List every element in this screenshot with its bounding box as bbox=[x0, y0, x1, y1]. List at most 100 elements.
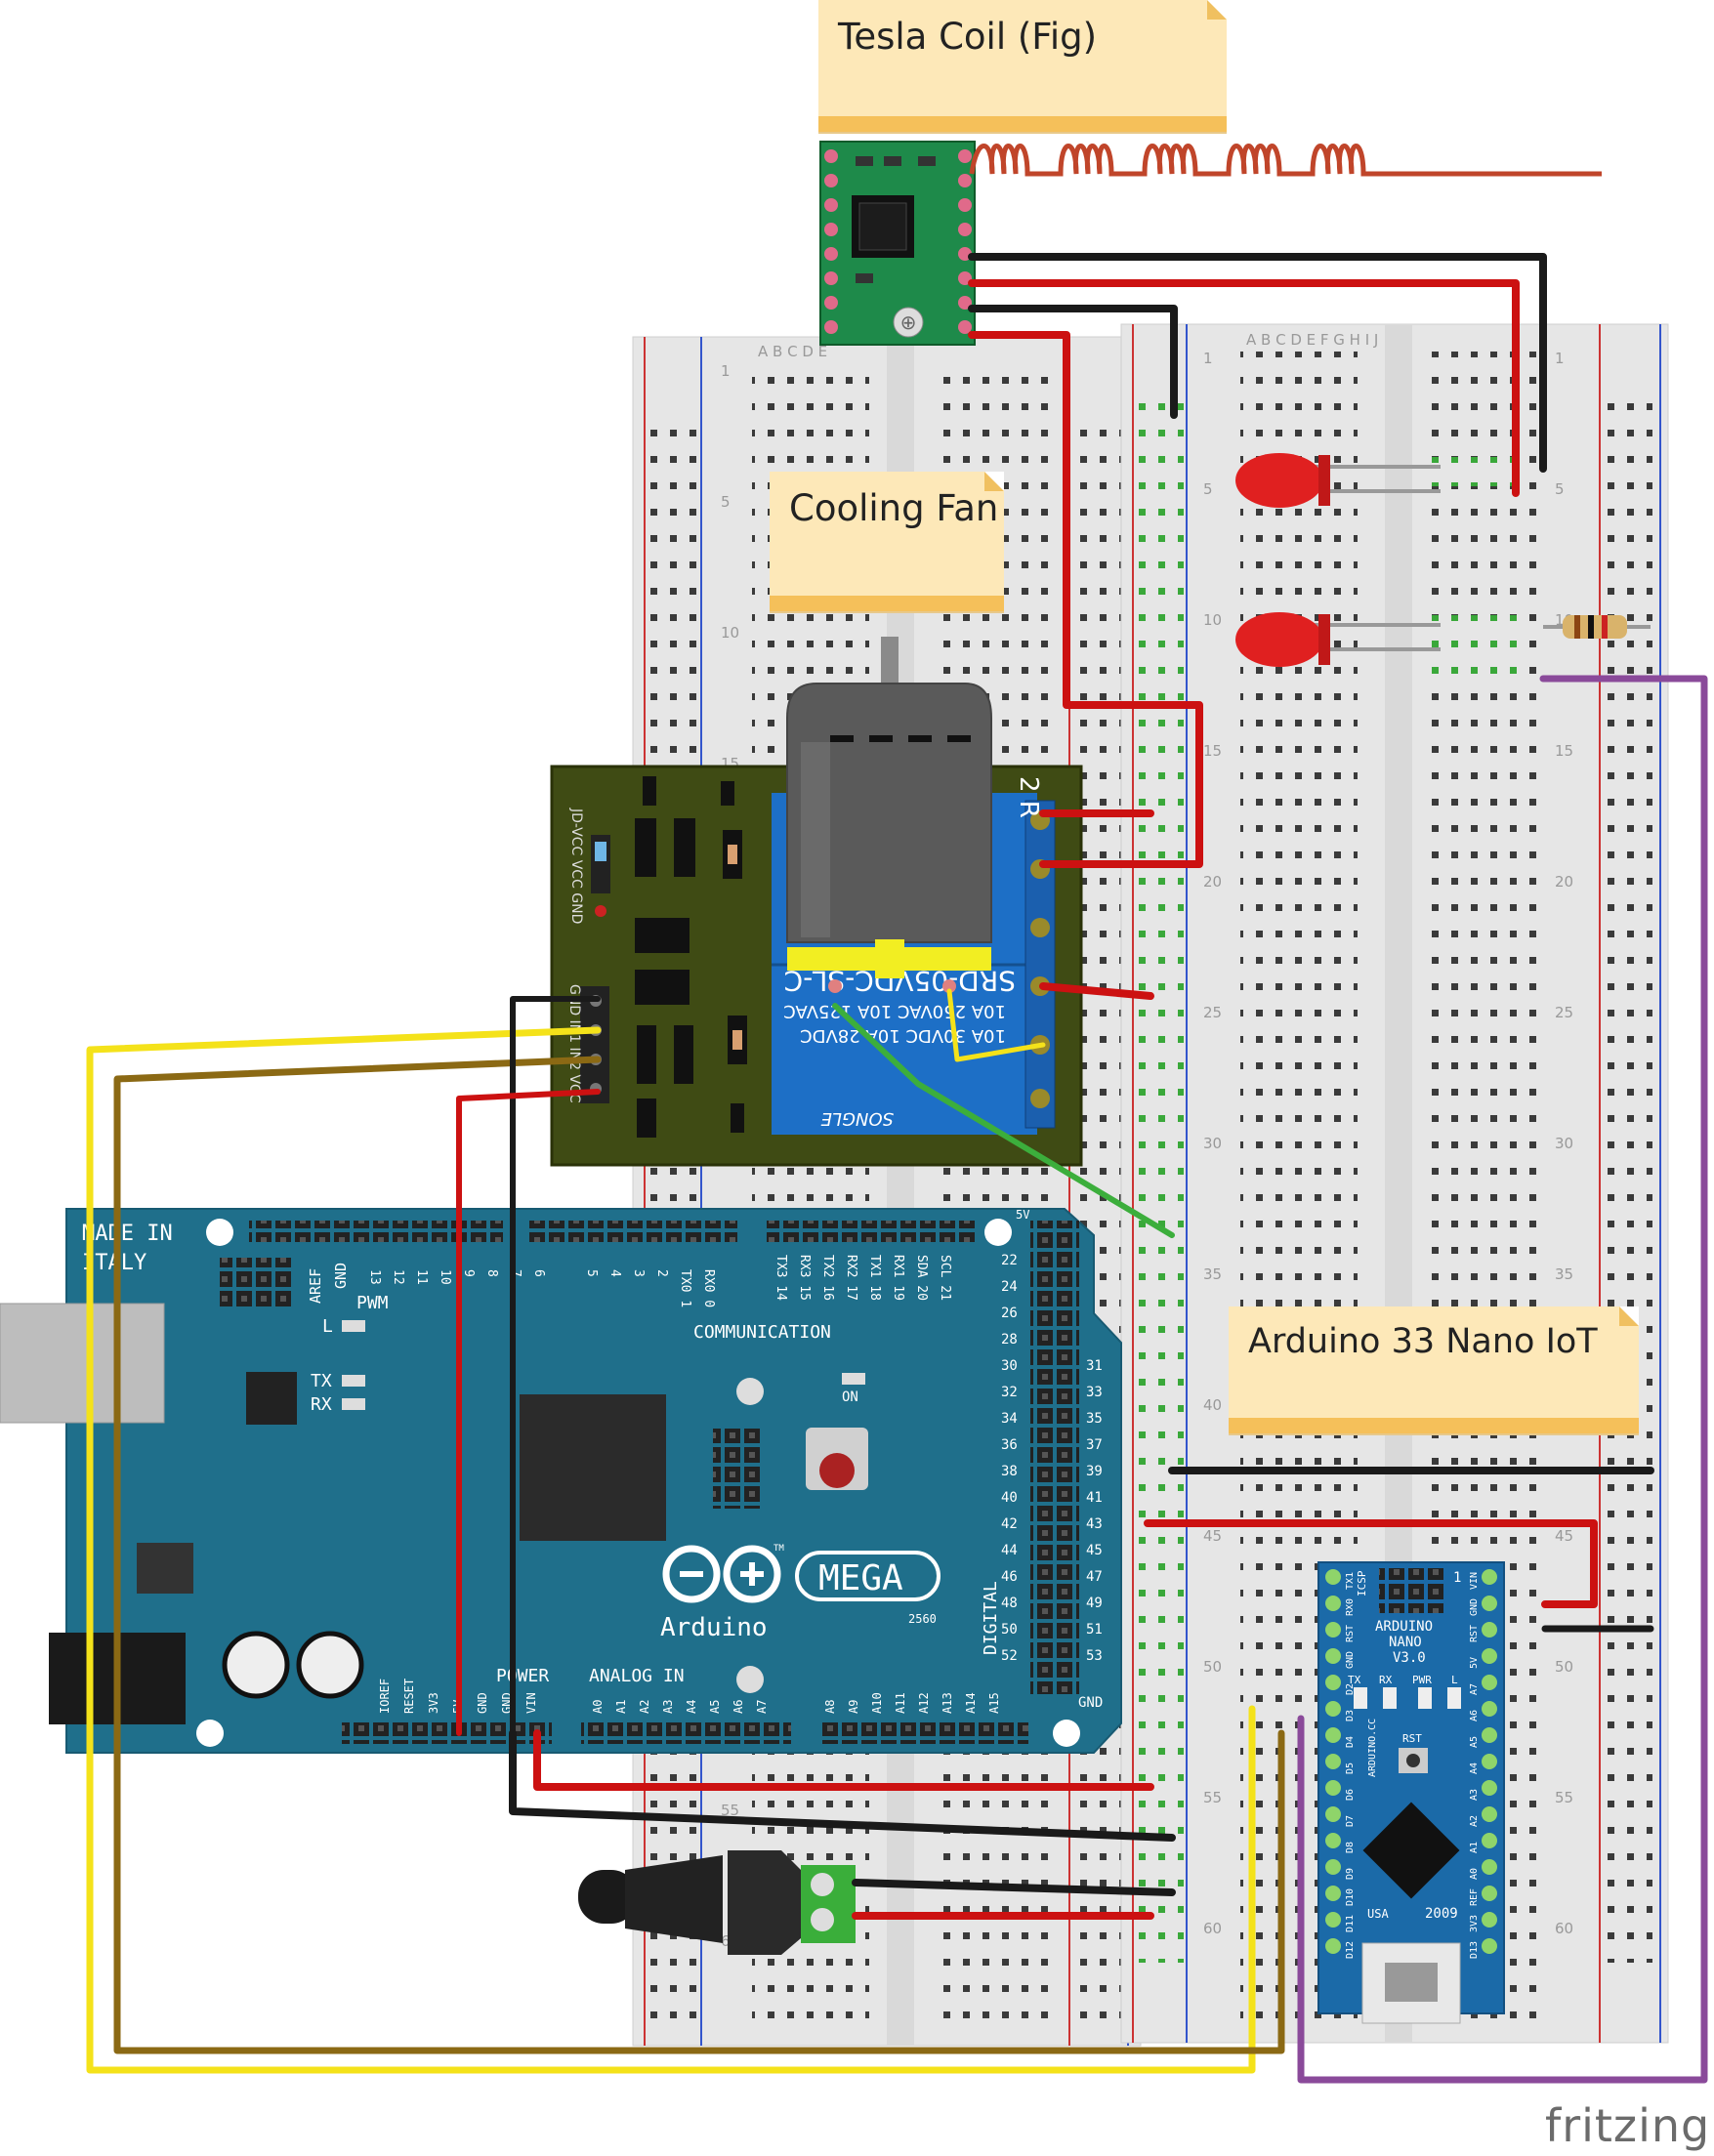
mega-pin-label: 48 bbox=[1001, 1596, 1018, 1611]
mega-pin-label: 11 bbox=[414, 1269, 429, 1285]
wire-jack-black bbox=[852, 1879, 1176, 1896]
nano-pin-label: D11 bbox=[1345, 1915, 1356, 1932]
mega-pin-label: 4 bbox=[607, 1269, 622, 1277]
row-number: 10 bbox=[721, 624, 739, 642]
row-number: 20 bbox=[1203, 873, 1222, 891]
nano-pin-label: D7 bbox=[1345, 1815, 1356, 1827]
nano-pin bbox=[1482, 1780, 1497, 1796]
resistor bbox=[1543, 615, 1651, 639]
mega-pin-label: 38 bbox=[1001, 1464, 1018, 1479]
note-fan-text: Cooling Fan bbox=[789, 487, 999, 529]
wire-yellow-relay bbox=[946, 988, 1046, 1062]
mega-pin-label: A10 bbox=[870, 1692, 884, 1714]
mega-pin-label: 53 bbox=[1086, 1648, 1103, 1664]
mega-pin-label: 33 bbox=[1086, 1385, 1103, 1400]
row-number: 25 bbox=[1555, 1004, 1573, 1021]
mega-pin-label: 50 bbox=[1001, 1622, 1018, 1638]
col-letters-left: A B C D E bbox=[758, 343, 827, 360]
arduino-mega bbox=[0, 1208, 1122, 1754]
mega-pin-label: 31 bbox=[1086, 1358, 1103, 1374]
mega-pin-label: 2 bbox=[654, 1269, 669, 1277]
nano-pin-label: A6 bbox=[1469, 1710, 1480, 1721]
wire-mega-black bbox=[509, 1729, 1176, 1842]
wire-driver-black-1 bbox=[968, 253, 1547, 473]
mega-pin-label: A5 bbox=[708, 1700, 722, 1714]
wire-purple bbox=[1297, 675, 1708, 2084]
nano-pin bbox=[1482, 1727, 1497, 1743]
wire-yellow bbox=[86, 1026, 1256, 2074]
nano-pin-label: A7 bbox=[1469, 1683, 1480, 1695]
relay-pin-labels: GND IN1 IN2 VCC bbox=[566, 984, 582, 1103]
mega-pin-label: A11 bbox=[894, 1692, 907, 1714]
mega-pin-label: 47 bbox=[1086, 1569, 1103, 1585]
row-number: 50 bbox=[1555, 1658, 1573, 1676]
nano-pin-label: A2 bbox=[1469, 1815, 1480, 1827]
relay-rating-1: 10A 250VAC 10A 125VAC bbox=[783, 1001, 1006, 1021]
row-number: 45 bbox=[1203, 1527, 1222, 1545]
mega-pin-label: 35 bbox=[1086, 1411, 1103, 1427]
mega-tm: TM bbox=[773, 1544, 784, 1554]
nano-pin-label: D6 bbox=[1345, 1789, 1356, 1801]
mega-pin-label: 49 bbox=[1086, 1596, 1103, 1611]
nano-pin-label: REF bbox=[1469, 1888, 1480, 1906]
arduino-nano bbox=[1317, 1561, 1505, 2024]
nano-pwr: PWR bbox=[1412, 1674, 1432, 1686]
row-number: 15 bbox=[1203, 742, 1222, 760]
note-bar bbox=[770, 596, 1004, 611]
breadboard-column-letters: A B C D E A B C D E F G H I J bbox=[758, 331, 1378, 360]
nano-pin bbox=[1325, 1569, 1341, 1585]
nano-pin-label: D8 bbox=[1345, 1842, 1356, 1853]
mega-pin-label: 32 bbox=[1001, 1385, 1018, 1400]
mega-on: ON bbox=[842, 1389, 858, 1405]
row-number: 60 bbox=[1555, 1920, 1573, 1937]
nano-year: 2009 bbox=[1425, 1906, 1458, 1922]
tesla-driver-board: ⊕ bbox=[819, 141, 976, 346]
mega-digital: DIGITAL bbox=[981, 1581, 1001, 1655]
wire-brown bbox=[113, 1056, 1285, 2054]
mega-pin-label: 34 bbox=[1001, 1411, 1018, 1427]
mega-pin-label: 10 bbox=[438, 1269, 452, 1285]
nano-pin-label: D12 bbox=[1345, 1941, 1356, 1959]
row-number: 15 bbox=[1555, 742, 1573, 760]
nano-pin-label: D13 bbox=[1469, 1941, 1480, 1959]
wire-red-nano bbox=[1144, 1519, 1598, 1608]
nano-pin-one: 1 bbox=[1453, 1570, 1461, 1586]
wire-green bbox=[832, 1003, 1175, 1238]
row-number: 35 bbox=[1203, 1265, 1222, 1283]
fritzing-branding: fritzing bbox=[1545, 2099, 1711, 2152]
nano-pin bbox=[1482, 1648, 1497, 1664]
mega-pin-label: 9 bbox=[461, 1269, 476, 1277]
nano-pin-label: D4 bbox=[1345, 1736, 1356, 1748]
mega-pin-label: 37 bbox=[1086, 1437, 1103, 1453]
row-number: 5 bbox=[721, 493, 731, 511]
row-number: 55 bbox=[1555, 1789, 1573, 1806]
nano-pin bbox=[1482, 1806, 1497, 1822]
mega-pin-label: 40 bbox=[1001, 1490, 1018, 1506]
wire-relay-red-2 bbox=[1039, 982, 1154, 1000]
row-number: 55 bbox=[721, 1802, 739, 1819]
mega-pin-label: A13 bbox=[941, 1692, 954, 1714]
nano-pin bbox=[1325, 1754, 1341, 1769]
row-number: 30 bbox=[1203, 1135, 1222, 1152]
cooling-fan-motor bbox=[786, 637, 992, 993]
mega-l: L bbox=[322, 1316, 333, 1337]
row-number: 60 bbox=[1203, 1920, 1222, 1937]
mega-pin-label: RESET bbox=[402, 1679, 416, 1714]
row-number: 50 bbox=[1203, 1658, 1222, 1676]
mega-pin-label: A4 bbox=[685, 1700, 698, 1714]
nano-pin-label: RX0 bbox=[1345, 1598, 1356, 1616]
mega-pin-label: 30 bbox=[1001, 1358, 1018, 1374]
note-fold-icon bbox=[1619, 1306, 1639, 1326]
nano-pin bbox=[1325, 1912, 1341, 1928]
nano-rst: RST bbox=[1402, 1732, 1422, 1745]
relay-channels: 2 R bbox=[1014, 776, 1043, 818]
mega-pin-label: A0 bbox=[591, 1700, 605, 1714]
nano-pin bbox=[1325, 1701, 1341, 1717]
nano-pin-label: A1 bbox=[1469, 1842, 1480, 1853]
mega-pin-label: 24 bbox=[1001, 1279, 1018, 1295]
mega-pin-label: 51 bbox=[1086, 1622, 1103, 1638]
mega-pin-label: 8 bbox=[484, 1269, 499, 1277]
nano-pin-label: RST bbox=[1345, 1625, 1356, 1642]
relay-brand: SONGLE bbox=[820, 1108, 894, 1129]
